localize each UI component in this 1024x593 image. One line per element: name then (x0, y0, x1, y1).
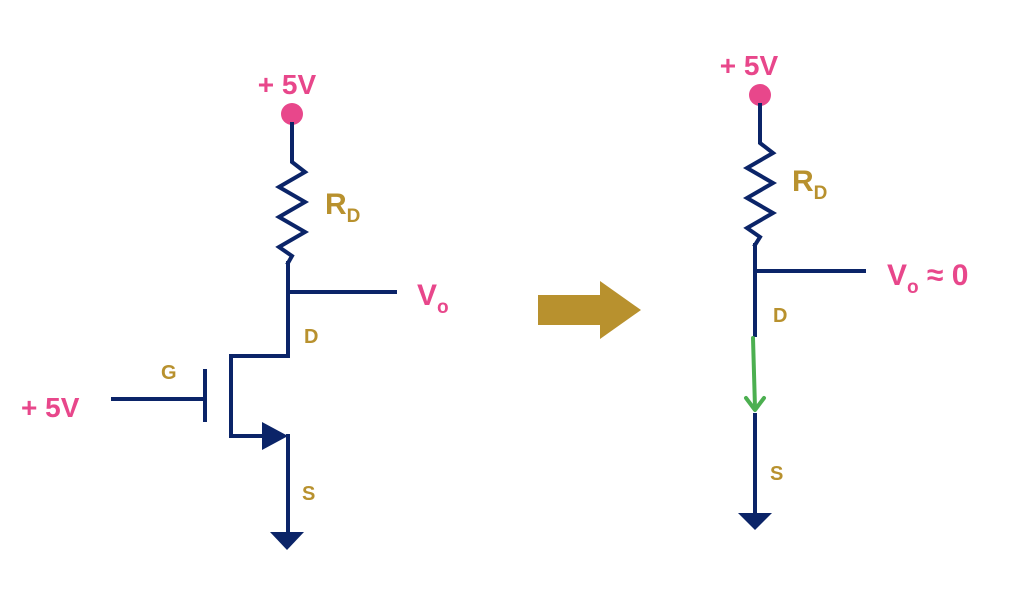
down-arrow-icon (744, 336, 766, 412)
left-output-label: Vo (417, 279, 449, 318)
left-gate-input-label: + 5V (21, 392, 80, 423)
right-resistor-label: RD (792, 165, 827, 204)
right-supply-node (749, 84, 771, 106)
left-supply-node (281, 103, 303, 125)
left-source-label: S (302, 483, 315, 505)
right-circuit: + 5V RD Vo ≈ 0 D S (720, 50, 968, 530)
mosfet-icon (203, 354, 290, 537)
right-arrow-icon (538, 281, 641, 339)
left-resistor-icon (274, 155, 310, 266)
left-circuit: + 5V RD Vo D G + 5V S (21, 69, 449, 550)
right-resistor-icon (742, 136, 778, 248)
left-ground-icon (270, 532, 304, 550)
right-source-label: S (770, 463, 783, 485)
right-drain-label: D (773, 305, 787, 327)
left-gate-label: G (161, 362, 177, 384)
left-supply-label: + 5V (258, 69, 317, 100)
left-drain-label: D (304, 326, 318, 348)
right-ground-icon (738, 513, 772, 530)
right-output-label: Vo ≈ 0 (887, 259, 968, 298)
right-supply-label: + 5V (720, 50, 779, 81)
left-resistor-label: RD (325, 188, 360, 227)
